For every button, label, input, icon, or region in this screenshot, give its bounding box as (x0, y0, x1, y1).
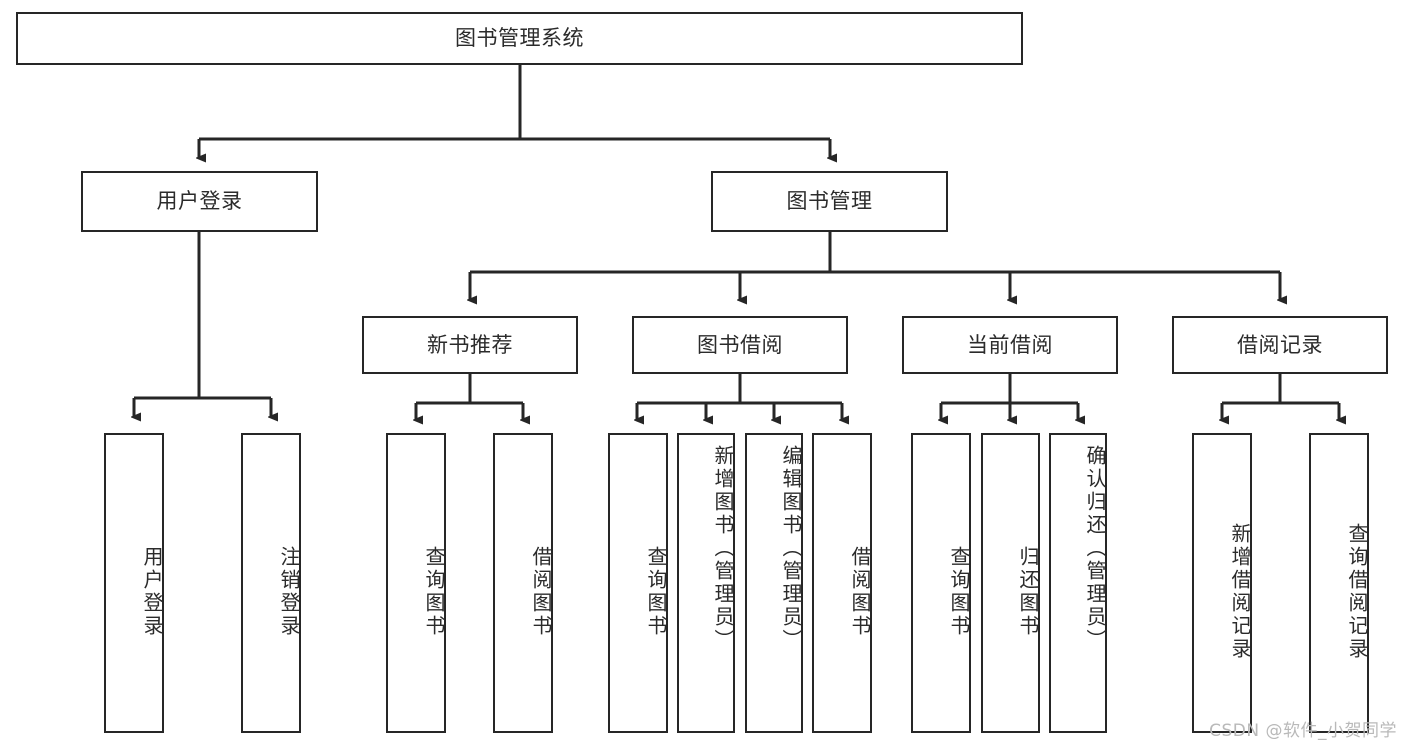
node-label: 当前借阅 (967, 332, 1053, 357)
node-user-login[interactable]: 用户登录 (81, 171, 318, 232)
node-label: 查询借阅记录 (1345, 523, 1369, 661)
node-label: 图书管理 (786, 189, 873, 214)
node-label: 新增借阅记录 (1228, 523, 1252, 661)
node-label: 编辑图书（管理员） (779, 445, 803, 652)
node-label: 借阅图书 (848, 546, 872, 638)
node-label: 图书借阅 (697, 332, 783, 357)
node-label: 借阅图书 (529, 546, 553, 638)
leaf-logout[interactable]: 注销登录 (241, 433, 301, 733)
leaf-query-book-current[interactable]: 查询图书 (911, 433, 971, 733)
node-label: 查询图书 (422, 546, 446, 638)
node-label: 查询图书 (644, 546, 668, 638)
node-book-borrow[interactable]: 图书借阅 (632, 316, 848, 374)
leaf-query-book-recommend[interactable]: 查询图书 (386, 433, 446, 733)
leaf-query-book-borrow[interactable]: 查询图书 (608, 433, 668, 733)
leaf-edit-book-admin[interactable]: 编辑图书（管理员） (745, 433, 803, 733)
node-label: 借阅记录 (1237, 332, 1323, 357)
node-label: 用户登录 (156, 189, 243, 214)
node-current-borrow[interactable]: 当前借阅 (902, 316, 1118, 374)
node-label: 查询图书 (947, 546, 971, 638)
node-label: 确认归还（管理员） (1083, 445, 1107, 652)
node-label: 新书推荐 (427, 332, 513, 357)
node-label: 图书管理系统 (455, 26, 584, 51)
leaf-borrow-book-recommend[interactable]: 借阅图书 (493, 433, 553, 733)
leaf-query-borrow-record[interactable]: 查询借阅记录 (1309, 433, 1369, 733)
watermark-text: CSDN @软件_小贺同学 (1209, 721, 1397, 741)
leaf-add-borrow-record[interactable]: 新增借阅记录 (1192, 433, 1252, 733)
node-label: 用户登录 (140, 546, 164, 638)
leaf-confirm-return-admin[interactable]: 确认归还（管理员） (1049, 433, 1107, 733)
node-label: 新增图书（管理员） (711, 445, 735, 652)
leaf-user-login[interactable]: 用户登录 (104, 433, 164, 733)
node-label: 注销登录 (277, 546, 301, 638)
node-label: 归还图书 (1016, 546, 1040, 638)
node-root-system[interactable]: 图书管理系统 (16, 12, 1023, 65)
node-new-book-recommend[interactable]: 新书推荐 (362, 316, 578, 374)
leaf-add-book-admin[interactable]: 新增图书（管理员） (677, 433, 735, 733)
leaf-return-book[interactable]: 归还图书 (981, 433, 1040, 733)
node-borrow-record[interactable]: 借阅记录 (1172, 316, 1388, 374)
node-book-management[interactable]: 图书管理 (711, 171, 948, 232)
leaf-borrow-book[interactable]: 借阅图书 (812, 433, 872, 733)
